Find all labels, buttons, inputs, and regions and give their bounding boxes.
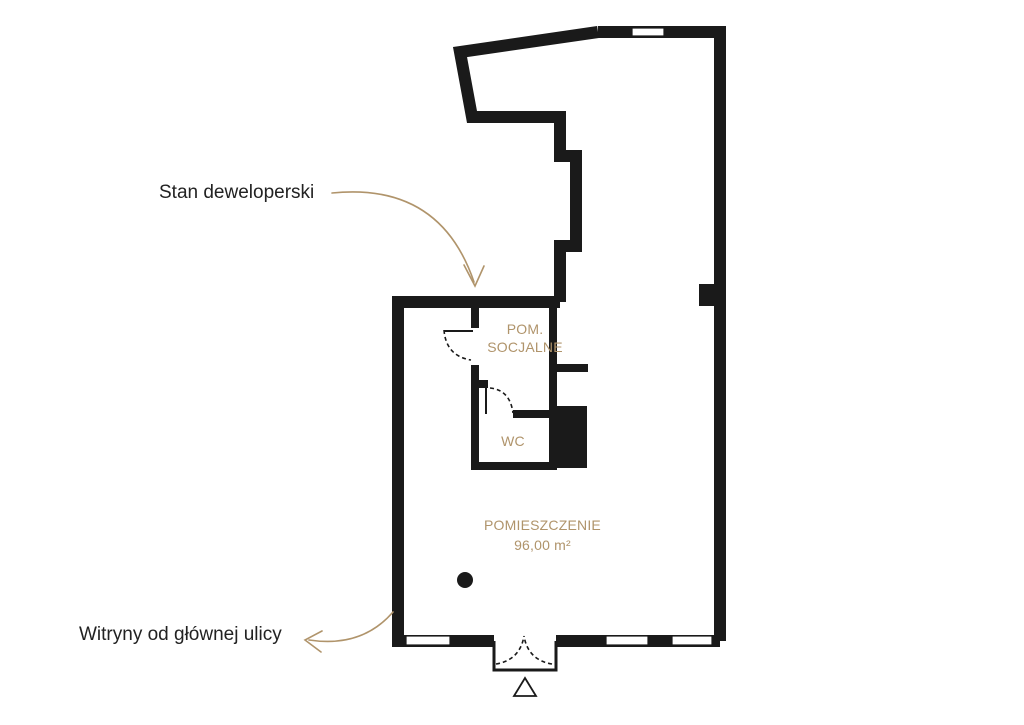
room-label-main-name: POMIESZCZENIE — [484, 517, 601, 533]
shop-window-3 — [671, 635, 713, 646]
entrance-vestibule — [492, 641, 558, 672]
room-label-social-line2: SOCJALNE — [487, 339, 563, 355]
shop-window-1 — [405, 635, 451, 646]
room-label-wc: WC — [501, 433, 525, 449]
room-label-social: POM. SOCJALNE — [470, 320, 580, 356]
interior-walls — [471, 308, 588, 470]
windows — [405, 27, 713, 646]
shop-windows-arrowhead — [303, 630, 323, 653]
annotation-shop-windows: Witryny od głównej ulicy — [79, 624, 282, 645]
lower-block-wall — [392, 296, 560, 612]
wc-left-wall — [471, 308, 557, 470]
door-leaves — [444, 330, 487, 414]
upper-left-wall — [452, 26, 599, 302]
social-room-door-swing — [443, 329, 472, 361]
shop-window-2 — [605, 635, 649, 646]
shop-windows-arrow — [308, 611, 394, 643]
entrance-door-swing-left — [495, 635, 525, 665]
right-wall — [598, 26, 726, 641]
shaft-block — [557, 406, 587, 468]
entrance-door-swing-right — [523, 635, 553, 665]
entrance-triangle-icon — [512, 676, 538, 697]
developer-state-arrow — [331, 191, 475, 283]
right-wall-pilaster — [699, 284, 715, 306]
facade-left — [392, 612, 494, 647]
doors — [443, 329, 553, 665]
wc-door-swing — [489, 387, 514, 414]
room-label-main: POMIESZCZENIE 96,00 m² — [470, 515, 615, 555]
annotation-developer-state: Stan deweloperski — [159, 182, 315, 203]
room-label-social-line1: POM. — [506, 321, 544, 337]
column-marker-icon — [457, 572, 473, 588]
window-top — [631, 27, 665, 37]
developer-state-arrowhead — [463, 264, 485, 288]
room-label-main-area: 96,00 m² — [514, 537, 571, 553]
annotation-arrows — [303, 191, 485, 653]
